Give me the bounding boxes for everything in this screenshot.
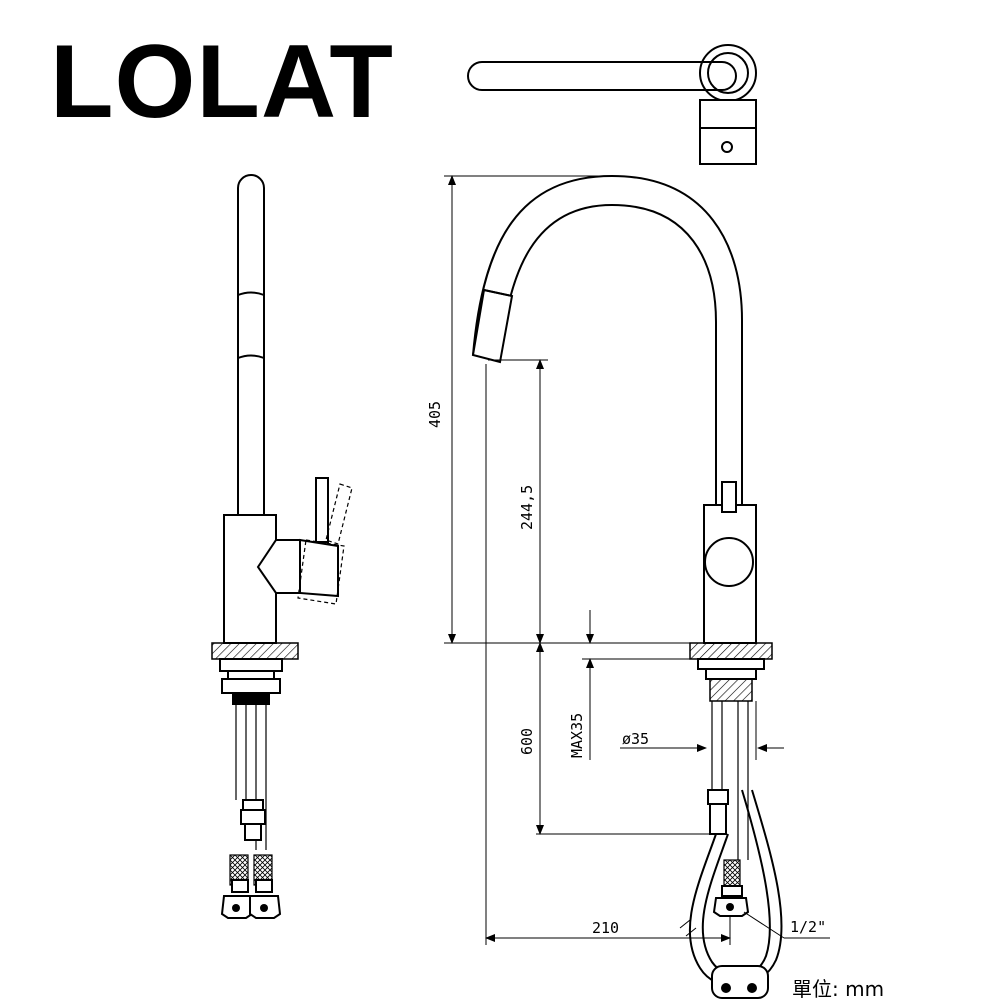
top-view-handle-block <box>699 99 757 165</box>
dim-hole-diameter: ø35 <box>622 730 649 748</box>
front-view-mount-nut <box>705 668 757 680</box>
top-view <box>467 44 757 165</box>
front-view-hose-fitting <box>709 803 727 835</box>
front-view <box>471 174 783 999</box>
dim-max-thickness: MAX35 <box>568 713 586 758</box>
dim-thread: 1/2" <box>790 918 826 936</box>
top-view-base-inner <box>707 52 749 94</box>
side-view <box>211 174 353 919</box>
side-view-deck <box>211 642 299 660</box>
front-view-spray-head <box>471 288 514 364</box>
front-view-spout-inner <box>499 203 717 505</box>
front-view-deck <box>689 642 773 660</box>
front-view-counterweight <box>711 965 769 999</box>
top-view-handle-pin <box>721 141 733 153</box>
side-view-mount-nut <box>221 678 281 694</box>
dim-height-total: 405 <box>426 401 444 428</box>
dim-reach: 210 <box>592 919 619 937</box>
front-view-lever <box>721 481 737 513</box>
unit-label: 單位: mm <box>792 977 884 1000</box>
side-view-spout-tube <box>237 174 265 515</box>
dimension-labels: 405 244,5 600 MAX35 ø35 210 1/2" 單位: mm <box>426 401 884 1000</box>
side-view-lever-housing <box>256 539 301 594</box>
dim-hose-length: 600 <box>518 728 536 755</box>
dimension-lines <box>444 175 830 945</box>
front-view-handle-knob <box>704 537 754 587</box>
side-view-hose-fitting <box>242 799 264 811</box>
brand-logo: LOLAT <box>50 24 394 140</box>
side-view-lever <box>315 477 329 543</box>
top-view-spout <box>467 61 737 91</box>
front-view-spout-outer <box>472 174 743 505</box>
dim-spout-height: 244,5 <box>518 485 536 530</box>
